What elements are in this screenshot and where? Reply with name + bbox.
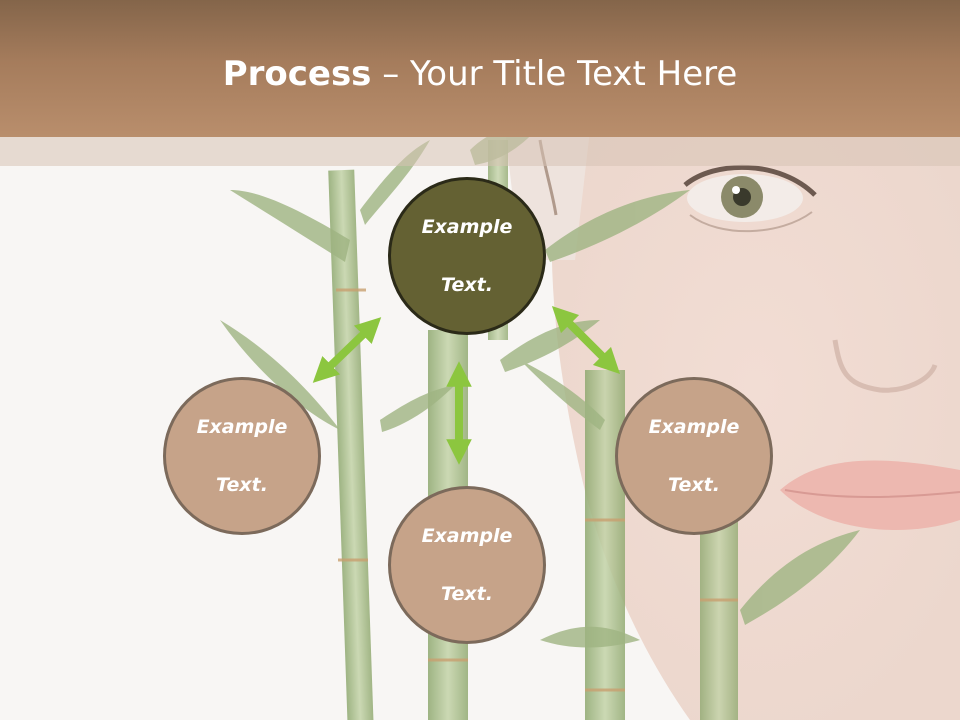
node-left-line2: Text. — [216, 473, 268, 496]
node-left-line1: Example — [196, 415, 288, 438]
node-top-line2: Text. — [441, 273, 493, 296]
title-accent-strip — [0, 137, 960, 166]
node-bottom-line1: Example — [421, 524, 513, 547]
node-right-line1: Example — [648, 415, 740, 438]
node-right-line2: Text. — [668, 473, 720, 496]
slide-title: Process – Your Title Text Here — [0, 52, 960, 96]
title-bar — [0, 0, 960, 137]
node-top-line1: Example — [421, 215, 513, 238]
title-rest: – Your Title Text Here — [371, 54, 738, 94]
title-strong: Process — [222, 54, 372, 94]
node-bottom-line2: Text. — [441, 582, 493, 605]
